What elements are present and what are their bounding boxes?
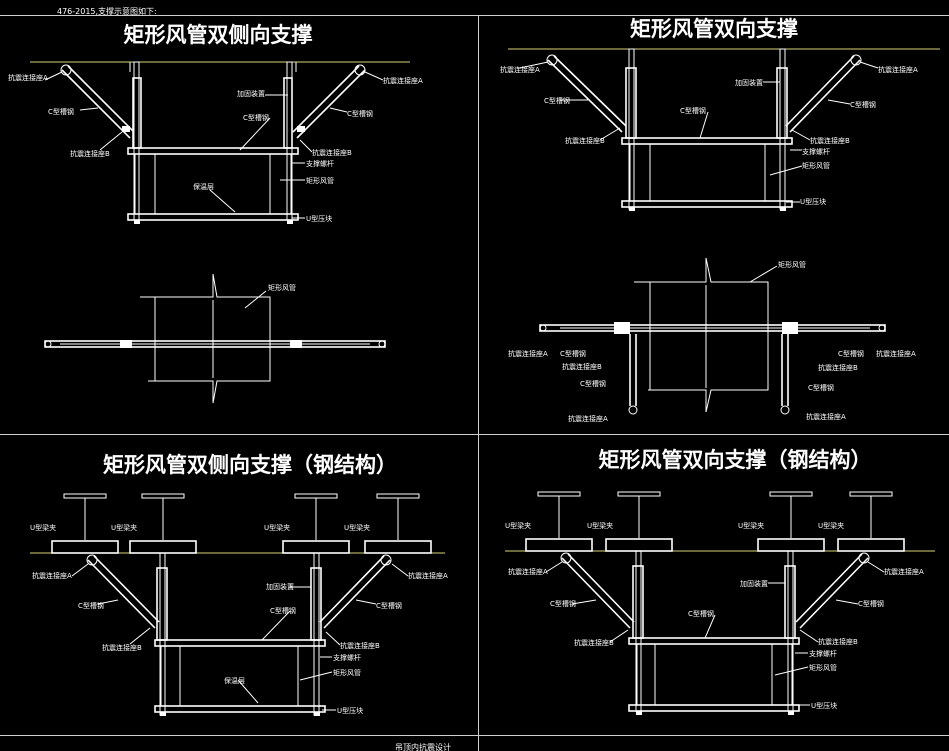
panel-3-label-seismic-b-left: 抗震连接座B <box>102 643 142 652</box>
panel-1-label-insulation: 保温层 <box>193 182 214 191</box>
panel-1-diagonal-braces <box>60 64 366 139</box>
panel-2-label-plan-seismic-a-left: 抗震连接座A <box>508 349 548 358</box>
panel-2-label-c-steel-right: C型槽钢 <box>850 100 876 109</box>
panel-4-label-c-steel-right: C型槽钢 <box>858 599 884 608</box>
panel-4-label-seismic-b-left: 抗震连接座B <box>574 638 614 647</box>
panel-2-label-plan-seismic-b-right: 抗震连接座B <box>818 363 858 372</box>
panel-2: 矩形风管双向支撑 <box>500 17 940 423</box>
panel-2-diagonal-braces <box>546 54 862 133</box>
panel-1-label-seismic-a-left: 抗震连接座A <box>8 73 48 82</box>
panel-1-label-seismic-b-left: 抗震连接座B <box>70 149 110 158</box>
panel-2-label-plan-seismic-a-bottom-right: 抗震连接座A <box>806 412 846 421</box>
panel-2-label-plan-seismic-b: 抗震连接座B <box>562 362 602 371</box>
panel-4-label-seismic-b-right: 抗震连接座B <box>818 637 858 646</box>
panel-4-steel-beams <box>525 491 905 552</box>
panel-1-plan-view <box>44 273 386 404</box>
panel-2-label-c-steel-mid: C型槽钢 <box>680 106 706 115</box>
panel-1-label-plan-duct: 矩形风管 <box>268 283 296 292</box>
panel-2-label-plan-seismic-a-bottom-left: 抗震连接座A <box>568 414 608 423</box>
panel-3-title: 矩形风管双侧向支撑（钢结构） <box>103 453 397 477</box>
panel-3-label-seismic-a-left: 抗震连接座A <box>32 571 72 580</box>
panel-2-label-plan-c-steel-a: C型槽钢 <box>560 349 586 358</box>
panel-3-label-reinforce: 加固装置 <box>266 582 294 591</box>
panel-1-leaders <box>44 71 384 219</box>
panel-3: 矩形风管双侧向支撑（钢结构） <box>30 453 448 716</box>
panel-3-label-seismic-b-right: 抗震连接座B <box>340 641 380 650</box>
panel-1-label-seismic-b-right: 抗震连接座B <box>312 148 352 157</box>
panel-3-label-seismic-a-right: 抗震连接座A <box>408 571 448 580</box>
panel-2-label-plan-seismic-a-right: 抗震连接座A <box>876 349 916 358</box>
panel-4-label-c-steel-left: C型槽钢 <box>550 599 576 608</box>
panel-1-label-seismic-a-right: 抗震连接座A <box>383 76 423 85</box>
panel-3-label-beam-clamp-4: U型梁夹 <box>344 523 370 532</box>
panel-3-steel-beams <box>51 493 432 554</box>
panel-3-label-clamp: U型压块 <box>337 706 363 715</box>
panel-1-duct-assembly <box>127 147 299 224</box>
panel-2-label-plan-c-steel-d: C型槽钢 <box>808 383 834 392</box>
header-note-line2: 476-2015,支撑示意图如下: <box>57 6 157 16</box>
panel-4-label-seismic-a-right: 抗震连接座A <box>884 567 924 576</box>
panel-4-label-beam-clamp-2: U型梁夹 <box>587 521 613 530</box>
panel-4: 矩形风管双向支撑（钢结构） <box>505 448 935 715</box>
panel-1: 矩形风管双侧向支撑 <box>8 23 423 404</box>
panel-2-label-c-steel-left: C型槽钢 <box>544 96 570 105</box>
panel-4-label-reinforce: 加固装置 <box>740 579 768 588</box>
panel-4-duct-assembly <box>628 637 800 715</box>
panel-4-label-clamp: U型压块 <box>811 701 837 710</box>
panel-3-label-c-steel-mid: C型槽钢 <box>270 606 296 615</box>
panel-2-label-hanger: 支撑螺杆 <box>802 147 830 156</box>
panel-4-hanger-rods <box>632 550 796 712</box>
panel-3-label-duct: 矩形风管 <box>333 668 361 677</box>
panel-4-leaders <box>545 561 885 706</box>
panel-3-label-beam-clamp-3: U型梁夹 <box>264 523 290 532</box>
panel-3-label-insulation: 保温层 <box>224 676 245 685</box>
panel-4-label-beam-clamp-4: U型梁夹 <box>818 521 844 530</box>
panel-1-label-hanger: 支撑螺杆 <box>306 159 334 168</box>
panel-2-label-seismic-b-right: 抗震连接座B <box>810 136 850 145</box>
panel-2-leaders <box>519 61 879 203</box>
bottom-caption: 吊顶内抗震设计 <box>395 742 451 751</box>
panel-3-leaders <box>71 563 409 711</box>
panel-3-label-beam-clamp-2: U型梁夹 <box>111 523 137 532</box>
panel-1-label-duct: 矩形风管 <box>306 176 334 185</box>
panel-3-label-c-steel-right: C型槽钢 <box>376 601 402 610</box>
panel-2-label-seismic-b-left: 抗震连接座B <box>565 136 605 145</box>
panel-3-label-beam-clamp-1: U型梁夹 <box>30 523 56 532</box>
panel-2-label-plan-c-steel-b: C型槽钢 <box>580 379 606 388</box>
panel-2-duct-assembly <box>621 137 793 211</box>
panel-3-label-hanger: 支撑螺杆 <box>333 653 361 662</box>
panel-1-label-c-steel-mid: C型槽钢 <box>243 113 269 122</box>
panel-2-label-duct: 矩形风管 <box>802 161 830 170</box>
panel-1-label-c-steel-left: C型槽钢 <box>48 107 74 116</box>
panel-frame <box>0 15 949 751</box>
panel-1-label-clamp: U型压块 <box>306 214 332 223</box>
panel-1-label-reinforce: 加固装置 <box>237 89 265 98</box>
panel-2-label-reinforce: 加固装置 <box>735 78 763 87</box>
panel-2-label-seismic-a-right: 抗震连接座A <box>878 65 918 74</box>
panel-1-label-c-steel-right: C型槽钢 <box>347 109 373 118</box>
panel-3-hanger-rods <box>156 552 322 716</box>
panel-2-label-seismic-a-left: 抗震连接座A <box>500 65 540 74</box>
panel-2-plan-view <box>539 257 886 415</box>
panel-3-diagonal-braces <box>86 554 392 629</box>
panel-3-label-c-steel-left: C型槽钢 <box>78 601 104 610</box>
panel-3-duct-assembly <box>154 639 326 716</box>
panel-2-title: 矩形风管双向支撑 <box>630 17 798 41</box>
panel-2-label-plan-c-steel-c: C型槽钢 <box>838 349 864 358</box>
panel-2-label-clamp: U型压块 <box>800 197 826 206</box>
panel-4-title: 矩形风管双向支撑（钢结构） <box>599 448 872 472</box>
panel-4-label-seismic-a-left: 抗震连接座A <box>508 567 548 576</box>
panel-4-label-duct: 矩形风管 <box>809 663 837 672</box>
panel-4-label-c-steel-mid: C型槽钢 <box>688 609 714 618</box>
panel-4-diagonal-braces <box>560 552 870 629</box>
panel-4-label-beam-clamp-1: U型梁夹 <box>505 521 531 530</box>
panel-2-label-plan-duct: 矩形风管 <box>778 260 806 269</box>
panel-4-label-beam-clamp-3: U型梁夹 <box>738 521 764 530</box>
panel-1-title: 矩形风管双侧向支撑 <box>124 23 313 47</box>
panel-4-label-hanger: 支撑螺杆 <box>809 649 837 658</box>
